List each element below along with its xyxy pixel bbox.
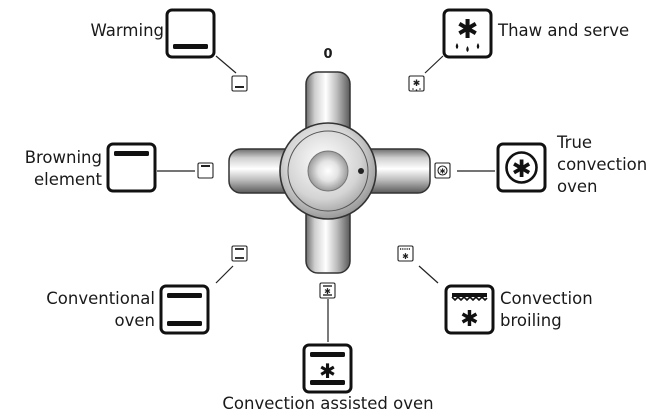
fan-icon: ✱ [496, 142, 547, 193]
fan-small-icon: ✱ [434, 162, 451, 179]
svg-text:✱: ✱ [460, 307, 478, 332]
connector-warming [215, 55, 237, 74]
svg-text:✱: ✱ [440, 168, 446, 176]
label-convection-broiling: Convection broiling [500, 289, 593, 330]
label-convection-assisted-oven: Convection assisted oven [222, 394, 434, 413]
thaw-small-icon: ✱ [408, 75, 425, 92]
convection-assisted-icon: ✱ [302, 343, 353, 394]
conventional-small-icon [231, 245, 248, 262]
label-thaw-and-serve: Thaw and serve [498, 21, 630, 40]
svg-text:✱: ✱ [324, 287, 331, 296]
svg-text:✱: ✱ [319, 359, 336, 383]
convection-broiling-small-icon: ✱ [397, 245, 414, 262]
label-true-convection-oven: True convection oven [557, 133, 648, 196]
selector-knob[interactable] [228, 71, 431, 274]
label-warming: Warming [90, 21, 164, 40]
browning-element-icon [106, 142, 157, 193]
label-conventional-oven: Conventional oven [46, 289, 155, 330]
convection-broiling-icon: ✱ [444, 284, 495, 335]
connector-convection-broiling [418, 265, 439, 284]
svg-text:✱: ✱ [457, 15, 479, 45]
svg-text:✱: ✱ [511, 155, 531, 183]
label-browning-element: Browning element [24, 148, 102, 189]
knob-indicator-dot [358, 168, 364, 174]
browning-small-icon [197, 162, 214, 179]
svg-text:✱: ✱ [413, 79, 421, 89]
warming-small-icon [231, 75, 248, 92]
connector-conventional [215, 265, 234, 284]
convection-assisted-small-icon: ✱ [319, 282, 336, 299]
thaw-icon: ✱ [442, 8, 493, 59]
warming-icon [165, 8, 216, 59]
connector-thaw [424, 55, 444, 74]
conventional-oven-icon [159, 284, 210, 335]
zero-position-label: 0 [323, 47, 333, 62]
svg-text:✱: ✱ [402, 252, 409, 261]
knob-center [307, 150, 349, 192]
